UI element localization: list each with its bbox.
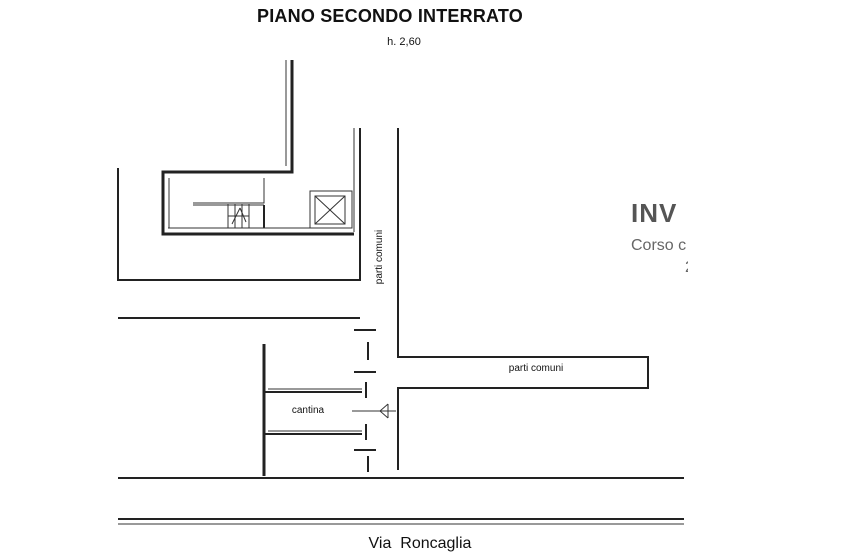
upper-building bbox=[117, 60, 361, 281]
height-label: h. 2,60 bbox=[387, 36, 421, 48]
stairs-icon bbox=[227, 204, 250, 228]
street bbox=[118, 477, 684, 525]
logo-subtext: Corso c bbox=[631, 237, 686, 254]
plan-title: PIANO SECONDO INTERRATO bbox=[257, 6, 523, 26]
common-area-vertical-label: parti comuni bbox=[374, 230, 385, 284]
cellar-room bbox=[262, 344, 367, 476]
entrance-arrow-icon bbox=[352, 403, 396, 419]
common-corridor bbox=[118, 128, 649, 472]
street-label: Via Roncaglia bbox=[369, 535, 472, 552]
cellar-label: cantina bbox=[292, 405, 325, 416]
logo: INV Corso c 2 bbox=[631, 180, 853, 290]
logo-text: INV bbox=[631, 198, 677, 228]
elevator-shaft-icon bbox=[309, 190, 353, 229]
common-area-horizontal-label: parti comuni bbox=[509, 363, 563, 374]
